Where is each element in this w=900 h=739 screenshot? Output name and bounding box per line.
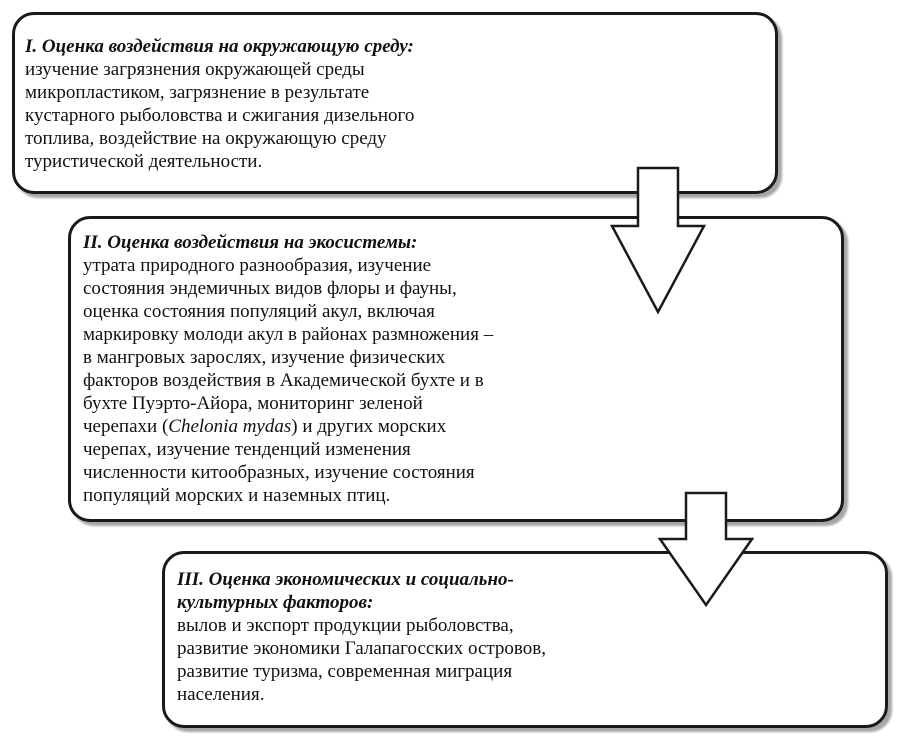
down-arrow-1 (610, 166, 706, 315)
box-3-heading-line-1: III. Оценка экономических и социально- (177, 569, 514, 590)
box-1-line-2: микропластиком, загрязнение в результате (25, 82, 370, 103)
box-2-line-11: популяций морских и наземных птиц. (83, 485, 391, 506)
assessment-box-2: II. Оценка воздействия на экосистемы: ут… (68, 216, 844, 522)
box-2-line-7: бухте Пуэрто-Айора, мониторинг зеленой (83, 393, 423, 414)
box-3-line-3: развитие туризма, современная миграция (177, 661, 513, 682)
box-1-heading: I. Оценка воздействия на окружающую сред… (25, 36, 414, 57)
box-3-line-4: населения. (177, 684, 265, 705)
box-3-line-1: вылов и экспорт продукции рыболовства, (177, 615, 514, 636)
box-3-line-2: развитие экономики Галапагосских острово… (177, 638, 546, 659)
box-2-line-9: черепах, изучение тенденций изменения (83, 439, 411, 460)
box-2-line-3: оценка состояния популяций акул, включая (83, 301, 435, 322)
box-2-line-6: факторов воздействия в Академической бух… (83, 370, 484, 391)
box-1-line-3: кустарного рыболовства и сжигания дизель… (25, 105, 415, 126)
box-1-line-5: туристической деятельности. (25, 151, 263, 172)
box-2-line-1: утрата природного разнообразия, изучение (83, 255, 432, 276)
assessment-box-1: I. Оценка воздействия на окружающую сред… (12, 12, 778, 194)
assessment-box-3: III. Оценка экономических и социально- к… (162, 551, 888, 728)
box-2-line-2: состояния эндемичных видов флоры и фауны… (83, 278, 457, 299)
box-2-line-8-end: ) и других морских (291, 416, 447, 437)
box-2-line-8-start: черепахи ( (83, 416, 169, 437)
box-3-heading-line-2: культурных факторов: (177, 592, 374, 613)
box-2-line-5: в мангровых зарослях, изучение физически… (83, 347, 446, 368)
box-2-heading: II. Оценка воздействия на экосистемы: (83, 232, 418, 253)
box-2-line-10: численности китообразных, изучение состо… (83, 462, 475, 483)
species-name: Chelonia mydas (168, 416, 292, 437)
box-1-line-4: топлива, воздействие на окружающую среду (25, 128, 387, 149)
box-2-line-8: черепахи (Chelonia mydas) и других морск… (83, 415, 841, 438)
box-2-line-4: маркировку молоди акул в районах размнож… (83, 324, 494, 345)
down-arrow-2 (658, 491, 754, 608)
box-1-line-1: изучение загрязнения окружающей среды (25, 59, 365, 80)
